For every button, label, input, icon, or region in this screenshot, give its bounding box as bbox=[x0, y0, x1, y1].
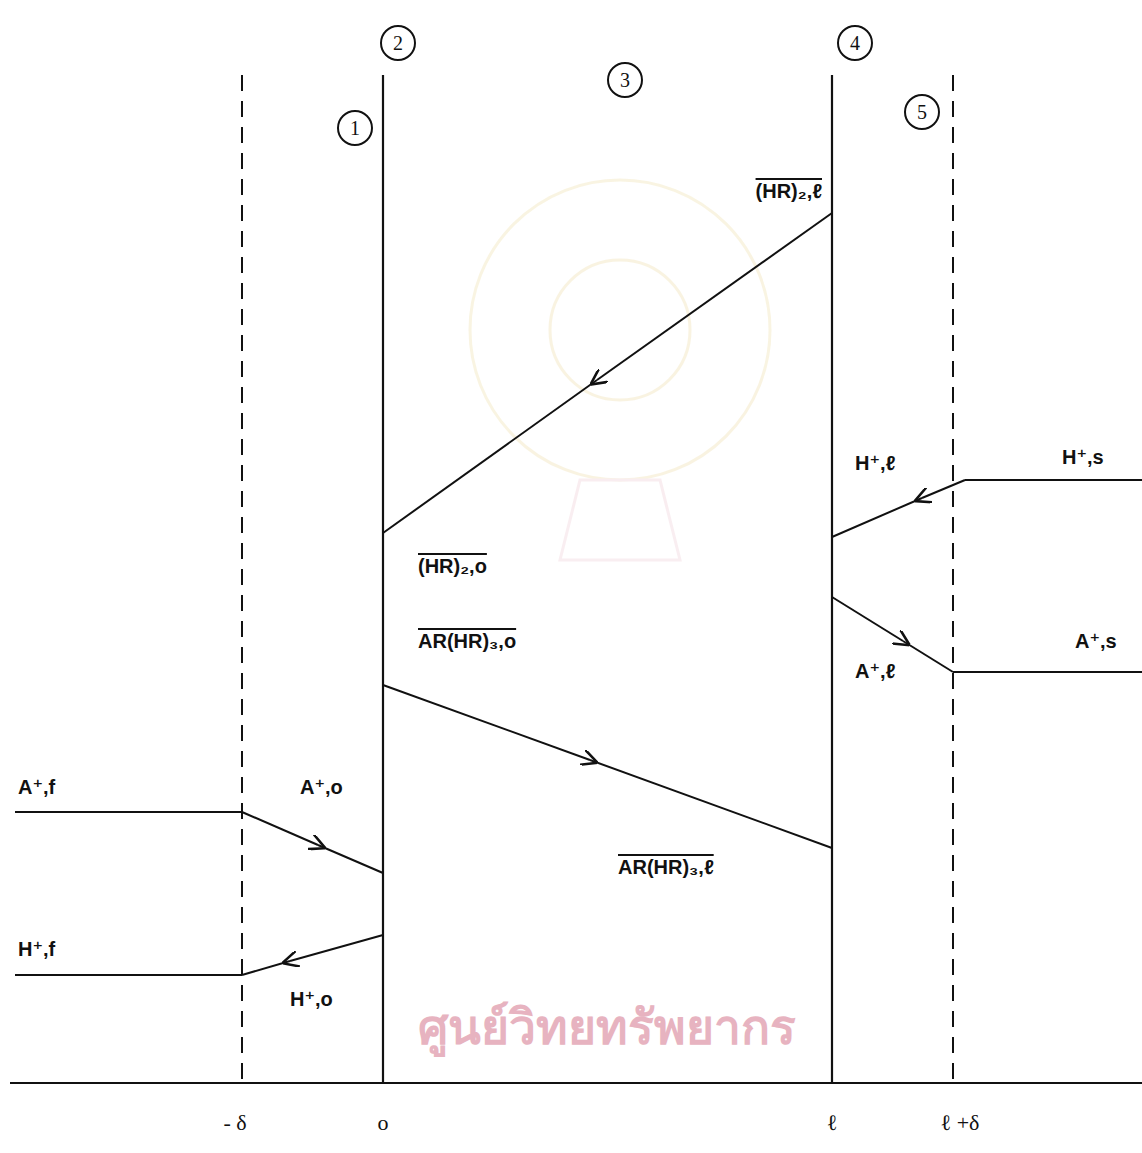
concentration-label: A⁺,f bbox=[18, 776, 55, 799]
callout-number: 1 bbox=[350, 118, 360, 138]
concentration-label: H⁺,ℓ bbox=[855, 452, 895, 475]
concentration-label: H⁺,o bbox=[290, 988, 333, 1011]
axis-label: o bbox=[378, 1110, 389, 1135]
concentration-label: (HR)₂,o bbox=[418, 555, 487, 578]
concentration-label: AR(HR)₃,o bbox=[418, 630, 516, 653]
membrane-interface bbox=[382, 75, 384, 1083]
film-boundary bbox=[952, 75, 954, 1080]
film-boundary bbox=[241, 75, 243, 1080]
concentration-profile bbox=[832, 480, 1142, 537]
concentration-label: H⁺,f bbox=[18, 938, 55, 961]
concentration-profile bbox=[383, 213, 832, 533]
concentration-label: H⁺,s bbox=[1062, 446, 1104, 469]
callout-circle: 4 bbox=[837, 25, 873, 61]
callout-circle: 3 bbox=[607, 62, 643, 98]
concentration-profile bbox=[15, 812, 383, 873]
concentration-profile bbox=[15, 935, 383, 975]
concentration-label: A⁺,ℓ bbox=[855, 660, 895, 683]
callout-circle: 2 bbox=[380, 25, 416, 61]
callout-number: 4 bbox=[850, 33, 860, 53]
axis-label: ℓ +δ bbox=[941, 1110, 980, 1135]
concentration-label: (HR)₂,ℓ bbox=[756, 180, 822, 203]
distance-axis bbox=[10, 1082, 1142, 1084]
callout-number: 2 bbox=[393, 33, 403, 53]
concentration-profile bbox=[383, 685, 832, 848]
callout-number: 5 bbox=[917, 102, 927, 122]
axis-label: ℓ bbox=[827, 1110, 838, 1135]
watermark-text: ศูนย์วิทยทรัพยากร bbox=[418, 1000, 796, 1055]
concentration-label: A⁺,o bbox=[300, 776, 343, 799]
membrane-interface bbox=[831, 75, 833, 1083]
axis-label: - δ bbox=[223, 1110, 246, 1135]
callout-circle: 5 bbox=[904, 94, 940, 130]
callout-circle: 1 bbox=[337, 110, 373, 146]
concentration-label: A⁺,s bbox=[1075, 630, 1117, 653]
concentration-label: AR(HR)₃,ℓ bbox=[618, 856, 714, 879]
watermark-emblem bbox=[470, 180, 770, 560]
callout-number: 3 bbox=[620, 70, 630, 90]
